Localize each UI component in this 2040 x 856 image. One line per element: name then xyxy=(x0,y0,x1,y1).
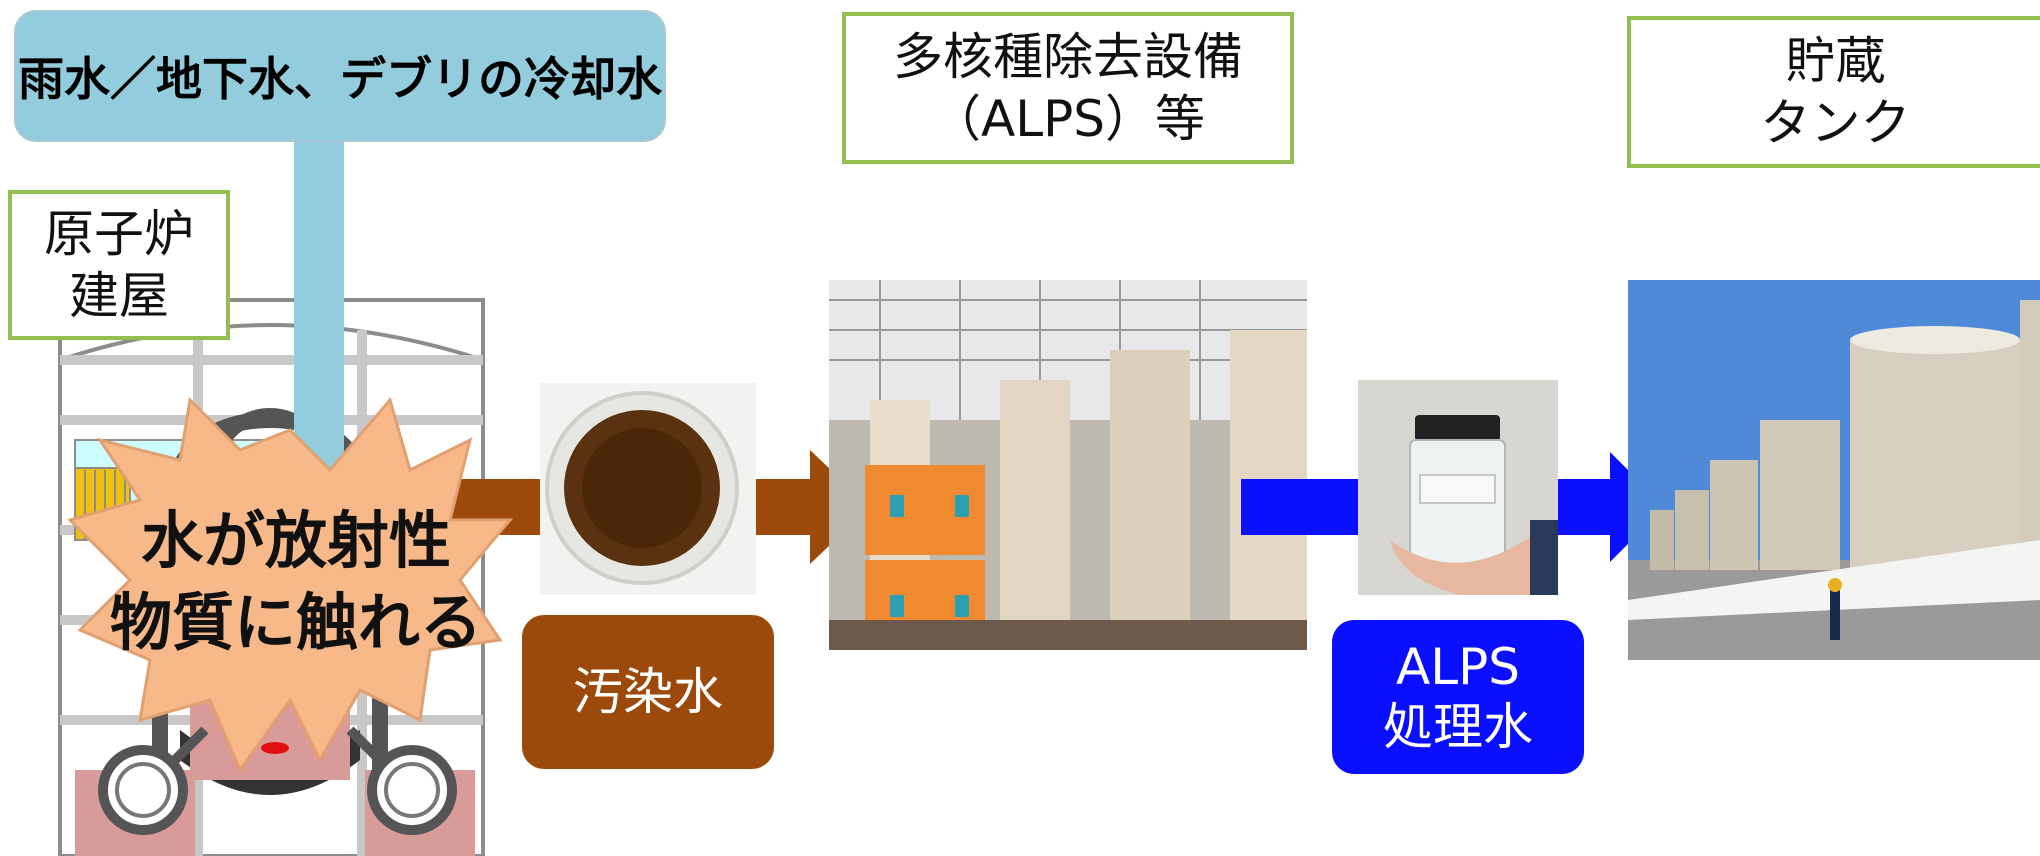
alps-facility-label: 多核種除去設備 （ALPS）等 xyxy=(842,12,1294,164)
water-source-label: 雨水／地下水、デブリの冷却水 xyxy=(18,52,662,106)
alps-facility-line1: 多核種除去設備 xyxy=(893,28,1243,86)
contact-label: 水が放射性 物質に触れる xyxy=(96,500,496,664)
water-source-box: 雨水／地下水、デブリの冷却水 xyxy=(14,10,666,142)
storage-tank-photo xyxy=(1628,280,2040,660)
contact-label-line1: 水が放射性 xyxy=(140,504,451,577)
alps-treated-water-tag: ALPS 処理水 xyxy=(1332,620,1584,774)
storage-tank-label: 貯蔵 タンク xyxy=(1627,16,2040,168)
blue-arrow-left xyxy=(1241,479,1361,535)
contact-burst xyxy=(67,396,514,774)
contact-label-line2: 物質に触れる xyxy=(109,586,482,659)
alps-treated-line1: ALPS xyxy=(1396,638,1520,696)
alps-facility-line2: （ALPS）等 xyxy=(931,90,1205,148)
storage-tank-line2: タンク xyxy=(1760,94,1911,152)
reactor-building-line2: 建屋 xyxy=(69,267,169,325)
alps-treated-water-photo xyxy=(1358,380,1558,595)
alps-facility-photo xyxy=(829,280,1307,650)
reactor-building-label: 原子炉 建屋 xyxy=(8,190,230,340)
water-inflow-bar xyxy=(294,140,344,470)
alps-treated-line2: 処理水 xyxy=(1383,698,1533,756)
storage-tank-line1: 貯蔵 xyxy=(1785,32,1886,90)
contaminated-water-photo xyxy=(540,383,756,595)
reactor-building-line1: 原子炉 xyxy=(44,205,194,263)
contaminated-water-tag: 汚染水 xyxy=(522,615,774,769)
contaminated-water-label: 汚染水 xyxy=(573,663,723,721)
